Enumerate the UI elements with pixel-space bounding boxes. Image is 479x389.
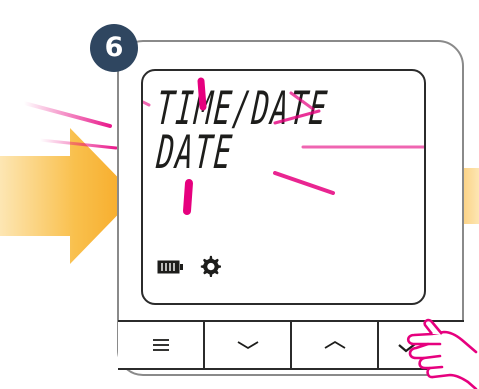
- menu-icon: [152, 338, 170, 352]
- chevron-down-icon: [236, 339, 260, 351]
- lcd-display: TIME/DATE DATE: [141, 69, 426, 305]
- battery-icon: [157, 260, 183, 274]
- up-button[interactable]: [292, 322, 379, 368]
- down-button[interactable]: [205, 322, 292, 368]
- step-number-badge: 6: [90, 24, 138, 72]
- gear-icon: [199, 255, 221, 277]
- pressing-finger-icon: [392, 318, 479, 389]
- left-arrow-icon: [0, 128, 136, 264]
- menu-button[interactable]: [118, 322, 205, 368]
- chevron-up-icon: [323, 339, 347, 351]
- blink-indicator: [143, 71, 426, 305]
